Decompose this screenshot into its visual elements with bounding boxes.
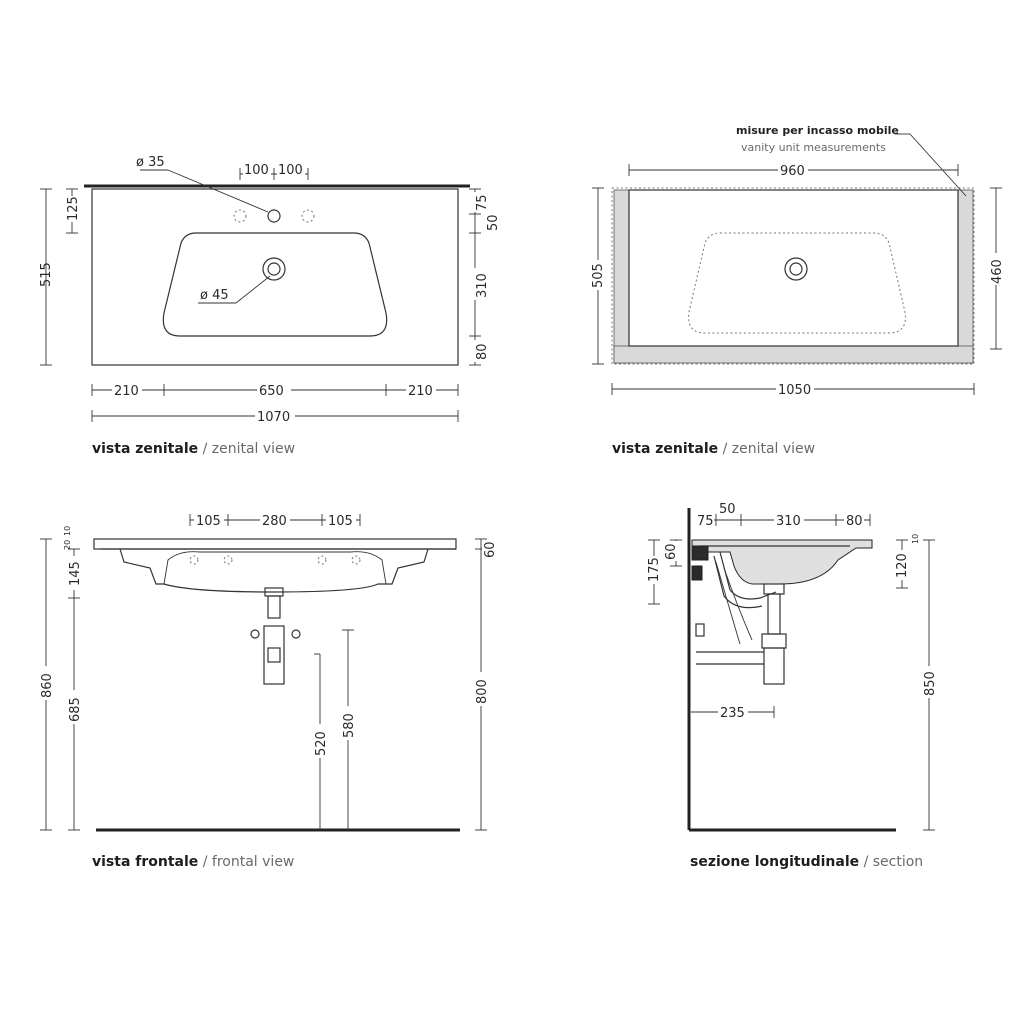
right-80-label: 80: [475, 343, 490, 360]
sec-10-label: 10: [911, 534, 920, 544]
tap-hole-right: [301, 209, 315, 223]
drain-inner: [267, 262, 281, 276]
top-105-right-label: 105: [328, 514, 353, 529]
sec-175-label: 175: [647, 557, 662, 582]
note-subtitle: vanity unit measurements: [741, 141, 886, 154]
tap-spacing-b-label: 100: [278, 163, 303, 178]
bottom-650-label: 650: [259, 384, 284, 399]
sec-75-label: 75: [697, 514, 714, 529]
dim-20-label: 20: [63, 540, 72, 550]
bottom-210-left-label: 210: [114, 384, 139, 399]
sec-120-label: 120: [895, 553, 910, 578]
dim-800-label: 800: [475, 679, 490, 704]
top-right-zenital-view: misure per incasso mobile vanity unit me…: [587, 124, 1006, 457]
dim-145-label: 145: [68, 561, 83, 586]
dim-60-label: 60: [483, 541, 498, 558]
dim-860-label: 860: [40, 673, 55, 698]
vanity-side-right: [957, 189, 974, 364]
dim-460-label: 460: [990, 259, 1005, 284]
sec-80-label: 80: [846, 514, 863, 529]
right-75-label: 75: [475, 194, 490, 211]
dim-505-label: 505: [591, 263, 606, 288]
depth-515-label: 515: [39, 262, 54, 287]
tap-spacing-a-label: 100: [244, 163, 269, 178]
basin-top-outline: [91, 188, 459, 366]
bowl-outline: [162, 232, 388, 337]
dim-580-label: 580: [342, 713, 357, 738]
sec-850-label: 850: [923, 671, 938, 696]
sec-235-label: 235: [720, 706, 745, 721]
sec-50-label: 50: [719, 502, 736, 517]
top-left-zenital-view: ø 35 ø 45 100 100 515 125 75 50 310: [39, 155, 501, 457]
top-105-left-label: 105: [196, 514, 221, 529]
bottom-1070-label: 1070: [257, 410, 290, 425]
dim-685-label: 685: [68, 697, 83, 722]
sec-310-label: 310: [776, 514, 801, 529]
right-50-label: 50: [486, 214, 501, 231]
basin-front-bowl: [119, 548, 429, 593]
vanity-side-left: [613, 189, 630, 364]
dim-1050-label: 1050: [778, 383, 811, 398]
hole-diameter-label: ø 35: [136, 155, 165, 170]
note-title: misure per incasso mobile: [736, 124, 899, 137]
dim-960-label: 960: [780, 164, 805, 179]
dim-10-label: 10: [63, 526, 72, 536]
right-310-label: 310: [475, 273, 490, 298]
bottom-210-right-label: 210: [408, 384, 433, 399]
drain-outer: [262, 257, 286, 281]
bottom-right-section: 75 50 310 80 60 175 120 10 850 235 sez: [643, 502, 939, 870]
back-edge-125-label: 125: [66, 196, 81, 221]
caption-top-right: vista zenitale / zenital view: [612, 441, 815, 457]
caption-bottom-right: sezione longitudinale / section: [690, 854, 923, 870]
dim-520-label: 520: [314, 731, 329, 756]
basin-front-slab: [93, 538, 457, 550]
bottom-left-frontal-view: 860 145 685 20 10 105 280 105 60 800: [36, 513, 498, 870]
caption-top-left: vista zenitale / zenital view: [92, 441, 295, 457]
vanity-bottom-band: [613, 345, 974, 364]
tap-hole-left: [233, 209, 247, 223]
caption-bottom-left: vista frontale / frontal view: [92, 854, 294, 870]
drain-diameter-label: ø 45: [200, 288, 229, 303]
sec-60-label: 60: [664, 543, 679, 560]
tap-hole-center: [267, 209, 281, 223]
top-280-label: 280: [262, 514, 287, 529]
